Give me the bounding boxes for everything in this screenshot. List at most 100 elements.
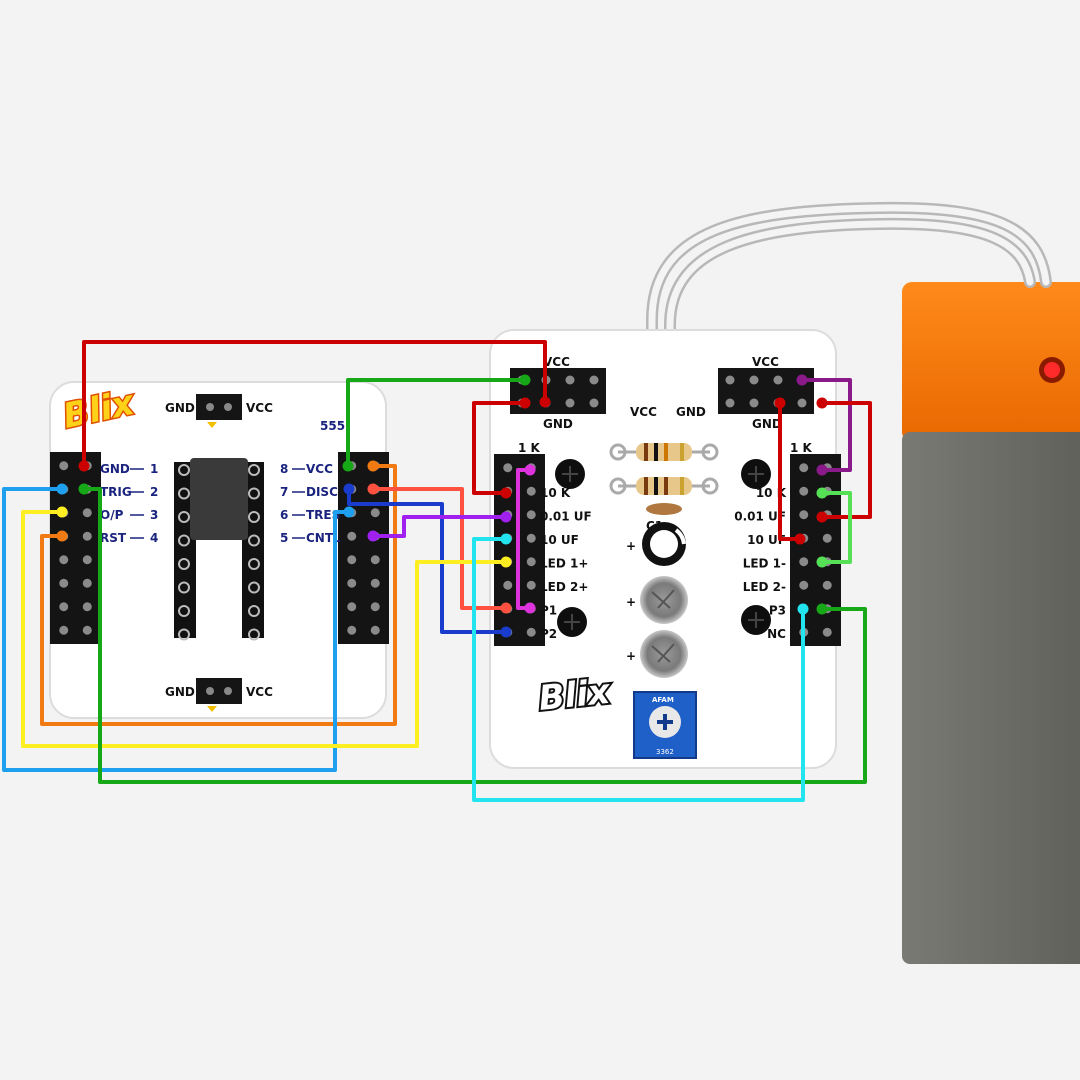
comp-right-hole[interactable] <box>822 533 832 543</box>
wire-end <box>524 602 536 614</box>
resistor-1 <box>609 443 719 461</box>
electrolytic-capacitor <box>642 522 686 566</box>
ic-bottom-power-header[interactable] <box>196 678 242 704</box>
resistor-2 <box>609 477 719 495</box>
comp-right-hole[interactable] <box>822 580 832 590</box>
ic-right-header-strip[interactable] <box>338 452 389 644</box>
wire-end <box>816 397 828 409</box>
wire-green <box>82 487 867 784</box>
ic-right-hole[interactable] <box>347 531 357 541</box>
comp-right-header-strip[interactable] <box>790 454 841 646</box>
comp-right-label: LED 2- <box>743 580 786 594</box>
comp-right-hole[interactable] <box>799 557 809 567</box>
comp-left-hole[interactable] <box>526 510 536 520</box>
ic-right-hole[interactable] <box>347 625 357 635</box>
ic-bottom-vcc-label: VCC <box>246 685 273 699</box>
wire-red <box>82 340 547 468</box>
potentiometer[interactable]: AFAM 3362 <box>633 691 697 759</box>
wire-end <box>816 556 828 568</box>
tl-gnd-label: GND <box>543 417 573 431</box>
battery-body <box>902 432 1080 964</box>
comp-left-hole[interactable] <box>526 557 536 567</box>
wire-end <box>500 602 512 614</box>
ic-left-hole[interactable] <box>59 578 69 588</box>
ic-pin-label-disc: DISC <box>306 485 338 499</box>
comp-top-left-header[interactable] <box>510 368 606 414</box>
ic-socket-holes <box>178 464 260 641</box>
wire-end <box>500 556 512 568</box>
ic-pin-label-o-p: O/P <box>100 508 124 522</box>
ic-pin-number: 7 <box>280 485 288 499</box>
chip-name: 555 <box>320 419 345 433</box>
ic-pin-label-gnd: GND <box>100 462 130 476</box>
battery-pack <box>902 282 1080 964</box>
ic-left-hole[interactable] <box>59 555 69 565</box>
wire-end <box>500 487 512 499</box>
comp-left-hole[interactable] <box>526 580 536 590</box>
comp-left-hole[interactable] <box>503 580 513 590</box>
wire-end <box>56 506 68 518</box>
comp-left-hole[interactable] <box>526 627 536 637</box>
comp-right-hole[interactable] <box>799 463 809 473</box>
ic-top-power-header[interactable] <box>196 394 242 420</box>
pot-brand-text: AFAM <box>652 696 674 704</box>
wire-end <box>816 511 828 523</box>
ic-right-hole[interactable] <box>347 578 357 588</box>
ic-left-hole[interactable] <box>82 531 92 541</box>
ic-left-hole[interactable] <box>59 602 69 612</box>
wire-orange <box>40 464 397 726</box>
ic-pin-number: 8 <box>280 462 288 476</box>
wire-end <box>500 626 512 638</box>
ic-left-hole[interactable] <box>82 555 92 565</box>
ic-left-header-strip[interactable] <box>50 452 101 644</box>
wire-light-blue <box>2 487 351 772</box>
comp-right-label: LED 1- <box>743 557 786 571</box>
ic-right-hole[interactable] <box>347 555 357 565</box>
ic-left-hole[interactable] <box>82 602 92 612</box>
comp-board-logo: Blix <box>535 670 615 721</box>
ic-chip <box>190 458 248 540</box>
ic-right-hole[interactable] <box>347 602 357 612</box>
wire-red <box>820 401 872 519</box>
comp-top-right-header[interactable] <box>718 368 814 414</box>
wire-end <box>342 460 354 472</box>
ic-left-hole[interactable] <box>82 578 92 588</box>
ic-top-vcc-label: VCC <box>246 401 273 415</box>
ic-left-hole[interactable] <box>59 461 69 471</box>
ic-bottom-gnd-label: GND <box>165 685 195 699</box>
comp-left-hole[interactable] <box>526 533 536 543</box>
ceramic-capacitor <box>646 503 682 515</box>
comp-right-hole[interactable] <box>799 580 809 590</box>
jumper-wires <box>2 340 872 802</box>
wire-dark-purple <box>800 378 852 472</box>
ic-right-hole[interactable] <box>370 578 380 588</box>
ic-right-hole[interactable] <box>370 602 380 612</box>
comp-left-label: P2 <box>540 627 557 641</box>
led-2 <box>640 630 688 678</box>
ic-left-hole[interactable] <box>59 625 69 635</box>
ic-left-hole[interactable] <box>82 508 92 518</box>
wire-end <box>794 533 806 545</box>
comp-right-hole[interactable] <box>799 510 809 520</box>
ic-right-hole[interactable] <box>370 508 380 518</box>
comp-right-hole[interactable] <box>822 627 832 637</box>
ic-right-hole[interactable] <box>370 555 380 565</box>
battery-cable <box>646 201 1052 386</box>
ic-left-hole[interactable] <box>82 625 92 635</box>
ic-pin-number: 6 <box>280 508 288 522</box>
ic-pin-number: 5 <box>280 531 288 545</box>
comp-left-hole[interactable] <box>503 463 513 473</box>
comp-left-label: 10 K <box>540 486 571 500</box>
comp-right-hole[interactable] <box>799 486 809 496</box>
ic-top-gnd-label: GND <box>165 401 195 415</box>
wire-end <box>539 396 551 408</box>
wire-end <box>343 483 355 495</box>
comp-brand-text: Blix <box>537 672 613 719</box>
comp-right-label: 1 K <box>790 441 813 455</box>
comp-left-hole[interactable] <box>526 486 536 496</box>
ic-right-hole[interactable] <box>370 625 380 635</box>
